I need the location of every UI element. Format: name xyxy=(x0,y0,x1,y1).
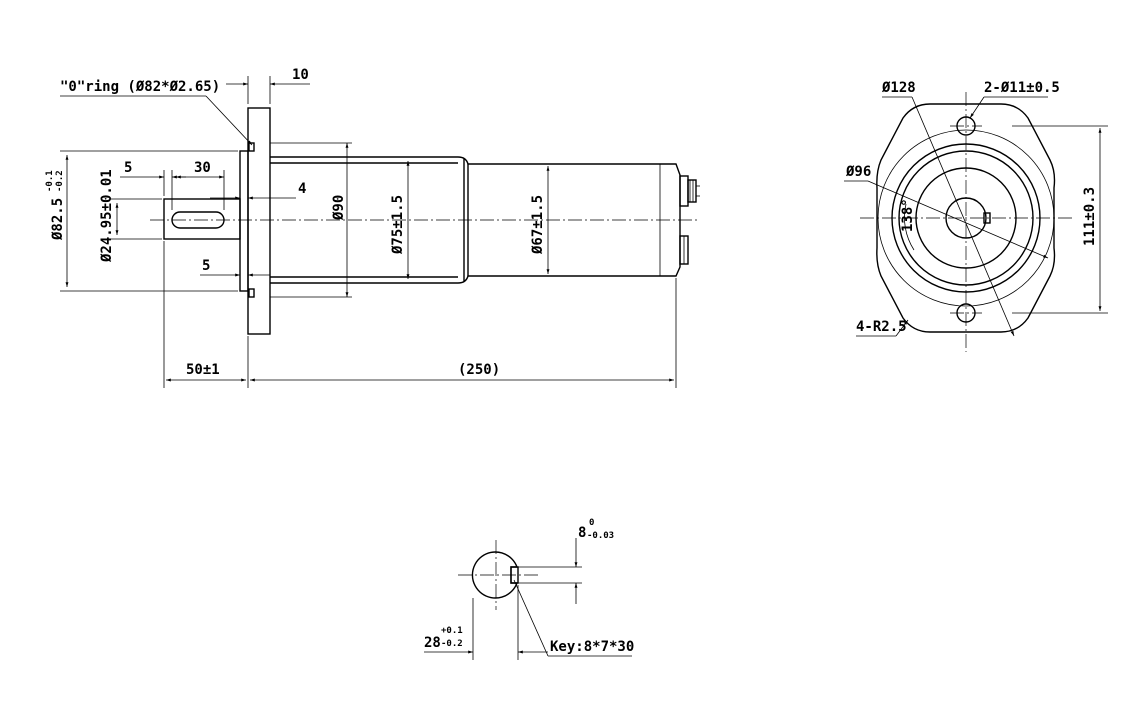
key-width-upper: 0 xyxy=(589,518,594,528)
key-spec-label: Key:8*7*30 xyxy=(550,639,634,655)
angle-label-group: 138° xyxy=(900,198,916,232)
pilot-tol-lower: -0.2 xyxy=(55,170,65,192)
housing-dia-label: Ø90 xyxy=(331,195,347,221)
flange xyxy=(247,107,271,335)
key-slot xyxy=(171,211,225,229)
shaft-dia-label: Ø24.95±0.01 xyxy=(99,169,115,263)
angle-label: 138° xyxy=(900,198,916,232)
flange-outline xyxy=(876,103,1056,333)
body-circle xyxy=(915,167,1017,269)
housing-dia-label-group: Ø90 xyxy=(331,195,347,221)
key-section xyxy=(510,566,519,584)
key-length-label: 30 xyxy=(194,160,211,176)
key-section-view: 8 0 -0.03 28 +0.1 -0.2 Key:8*7*30 xyxy=(424,518,634,660)
key-spec-leader xyxy=(513,579,549,657)
holes-label: 2-Ø11±0.5 xyxy=(984,80,1060,96)
corner-radius-label: 4-R2.5 xyxy=(856,319,907,335)
key-width-lower: -0.03 xyxy=(587,531,614,541)
bolt-circle xyxy=(877,129,1055,307)
inner-dia-label: Ø96 xyxy=(845,164,871,180)
pilot-tol-upper: -0.1 xyxy=(45,170,55,192)
connector xyxy=(679,175,700,207)
height-label: 111±0.3 xyxy=(1082,187,1098,246)
body-dia-label: Ø75±1.5 xyxy=(390,195,406,255)
inner-dia-diag xyxy=(867,180,1049,259)
cable-gland xyxy=(679,235,689,265)
angle-arc xyxy=(904,203,915,251)
holes-arrow xyxy=(969,96,985,119)
key-offset-label: 5 xyxy=(124,160,132,176)
height-base-label: 28 xyxy=(424,635,441,651)
rear-dia-label: Ø67±1.5 xyxy=(530,195,546,255)
housing-body xyxy=(270,156,681,284)
outer-circle xyxy=(891,143,1041,293)
oring-bottom xyxy=(248,288,255,298)
bolt-circle-diag xyxy=(911,96,1015,337)
oring-label: "0"ring (Ø82*Ø2.65) xyxy=(60,79,220,95)
flange-thickness-label: 10 xyxy=(292,67,309,83)
oring-leader-arrow xyxy=(205,95,253,146)
radius-arrow xyxy=(895,319,909,337)
pilot xyxy=(239,150,249,292)
rear-dia-label-group: Ø67±1.5 xyxy=(530,195,546,255)
shaft-length-label: 50±1 xyxy=(186,362,220,378)
shaft-circle xyxy=(945,197,987,239)
body-length-label: (250) xyxy=(458,362,500,378)
pilot-dia-label: Ø82.5 xyxy=(50,198,66,241)
height-lower: -0.2 xyxy=(441,639,463,649)
end-view: Ø128 2-Ø11±0.5 Ø96 138° 4-R2.5 111±0.3 xyxy=(844,80,1108,352)
height-label-group: 111±0.3 xyxy=(1082,187,1098,246)
end-key xyxy=(983,212,991,224)
inner-circle-96 xyxy=(898,150,1034,286)
pilot-dia-label-group: Ø82.5 -0.1 -0.2 xyxy=(45,170,66,241)
body-dia-label-group: Ø75±1.5 xyxy=(390,195,406,255)
bolt-circle-label: Ø128 xyxy=(881,80,916,96)
shaft-section xyxy=(471,551,519,599)
output-shaft xyxy=(163,198,241,240)
height-upper: +0.1 xyxy=(441,626,463,636)
step-label: 4 xyxy=(298,181,306,197)
key-width-label: 8 xyxy=(578,525,586,541)
shaft-dia-label-group: Ø24.95±0.01 xyxy=(99,169,115,263)
side-view: "0"ring (Ø82*Ø2.65) 10 5 30 4 5 Ø82.5 -0… xyxy=(45,67,700,388)
flange-offset-label: 5 xyxy=(202,258,210,274)
